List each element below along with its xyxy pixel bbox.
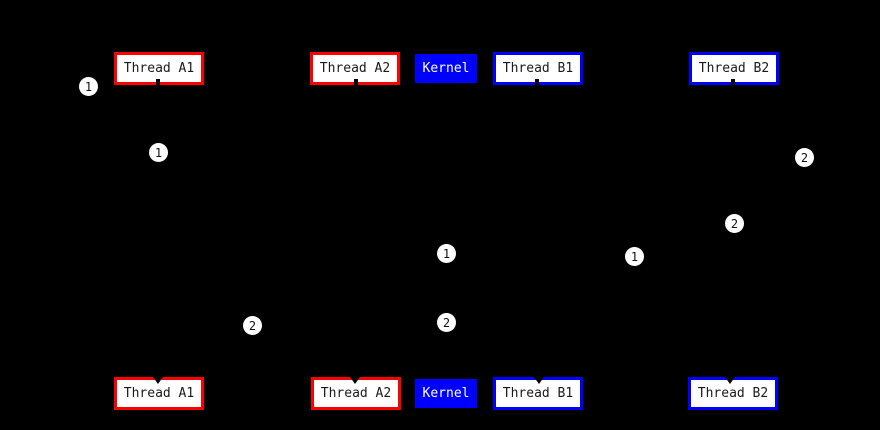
step-marker: 2 bbox=[437, 313, 456, 332]
step-marker-label: 2 bbox=[800, 150, 809, 165]
edge-arrowhead bbox=[725, 377, 735, 384]
node-label: Thread A2 bbox=[319, 61, 391, 76]
step-marker-label: 1 bbox=[442, 246, 451, 261]
node-label: Thread B2 bbox=[697, 386, 769, 401]
node-label: Thread A2 bbox=[320, 386, 392, 401]
node-label: Thread B1 bbox=[502, 386, 574, 401]
step-marker-label: 2 bbox=[248, 318, 257, 333]
node-thread-b1-bottom: Thread B1 bbox=[493, 377, 583, 410]
step-marker-label: 2 bbox=[442, 315, 451, 330]
edge-arrowhead bbox=[350, 377, 360, 384]
edge-stub bbox=[535, 79, 539, 86]
step-marker: 2 bbox=[243, 316, 262, 335]
edge-arrowhead bbox=[153, 377, 163, 384]
node-label: Kernel bbox=[422, 386, 470, 401]
node-thread-a1-bottom: Thread A1 bbox=[114, 377, 204, 410]
step-marker: 1 bbox=[437, 244, 456, 263]
step-marker-label: 1 bbox=[630, 249, 639, 264]
node-label: Thread B2 bbox=[698, 61, 770, 76]
node-thread-b1-top: Thread B1 bbox=[493, 52, 583, 86]
step-marker-label: 2 bbox=[730, 216, 739, 231]
node-label: Thread A1 bbox=[123, 386, 195, 401]
node-thread-b2-top: Thread B2 bbox=[689, 52, 779, 86]
step-marker-label: 1 bbox=[84, 79, 93, 94]
edge-stub bbox=[354, 79, 358, 86]
step-marker-label: 1 bbox=[154, 145, 163, 160]
edge-arrowhead bbox=[534, 377, 544, 384]
node-thread-a1-top: Thread A1 bbox=[114, 52, 204, 86]
node-label: Thread A1 bbox=[123, 61, 195, 76]
step-marker: 2 bbox=[725, 214, 744, 233]
edge-stub bbox=[156, 79, 160, 86]
node-thread-a2-top: Thread A2 bbox=[310, 52, 400, 86]
node-thread-a2-bottom: Thread A2 bbox=[311, 377, 401, 410]
node-kernel-bottom: Kernel bbox=[415, 379, 477, 408]
node-kernel-top: Kernel bbox=[415, 54, 477, 83]
node-thread-b2-bottom: Thread B2 bbox=[688, 377, 778, 410]
node-label: Kernel bbox=[422, 61, 470, 76]
step-marker: 1 bbox=[625, 247, 644, 266]
step-marker: 1 bbox=[79, 77, 98, 96]
edge-stub bbox=[731, 79, 735, 86]
node-label: Thread B1 bbox=[502, 61, 574, 76]
step-marker: 1 bbox=[149, 143, 168, 162]
step-marker: 2 bbox=[795, 148, 814, 167]
